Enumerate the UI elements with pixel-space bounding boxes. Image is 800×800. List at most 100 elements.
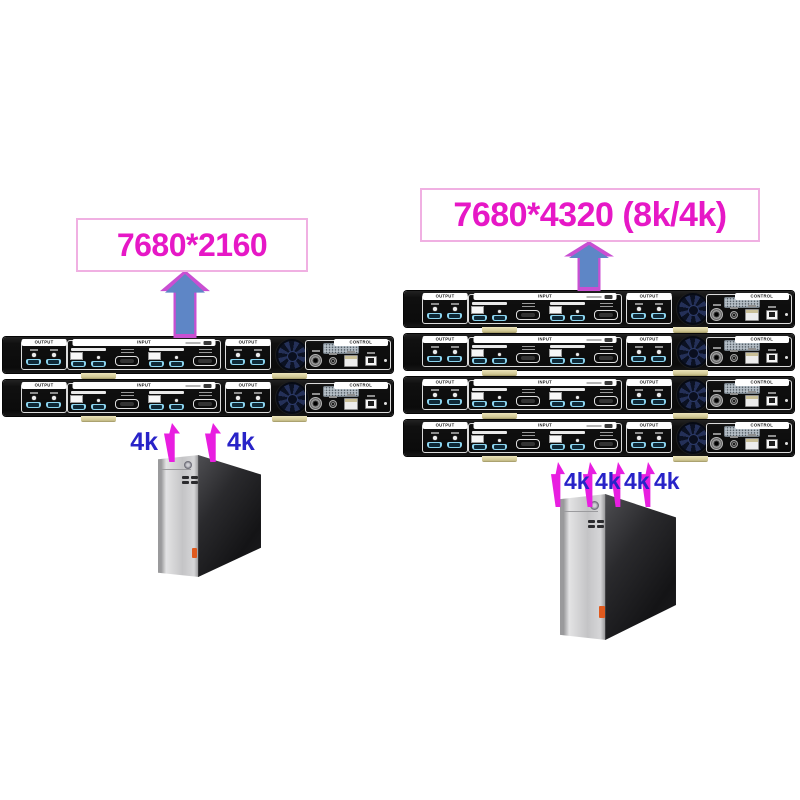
hdmi-port	[427, 356, 443, 362]
control-label: CONTROL	[334, 382, 389, 389]
output-left-label: OUTPUT	[422, 379, 468, 386]
wide-port-group	[115, 349, 140, 366]
rack-foot	[482, 413, 518, 419]
port-label-mark	[634, 303, 643, 305]
wide-port	[516, 353, 541, 363]
output-left-label: OUTPUT	[422, 293, 468, 300]
hdmi-port	[70, 361, 86, 367]
led-indicator	[31, 353, 36, 357]
port-label-mark	[634, 346, 643, 348]
input-label-marks	[185, 341, 212, 345]
hdmi-port	[250, 402, 266, 408]
port-label-mark	[654, 303, 663, 305]
hdmi-port	[70, 404, 86, 410]
control-connectors	[710, 437, 789, 450]
input-port	[491, 439, 507, 450]
hdmi-port	[491, 444, 507, 450]
led-indicator	[174, 399, 178, 402]
uplink-arrow-icon	[160, 270, 210, 338]
input-label-text: INPUT	[137, 340, 151, 345]
hdmi-port	[90, 361, 106, 367]
output-port-group	[250, 348, 266, 367]
input-label: INPUT	[72, 382, 216, 389]
control-label: CONTROL	[735, 336, 790, 343]
control-connectors	[309, 354, 388, 367]
input-section: INPUT	[467, 293, 623, 324]
wide-port	[594, 353, 619, 363]
output-right-label: OUTPUT	[626, 336, 672, 343]
output-left-ports	[423, 302, 468, 321]
edid-sticker	[548, 349, 562, 357]
output-port-group	[46, 348, 62, 367]
input-ports	[69, 347, 218, 367]
output-port-group	[651, 302, 667, 321]
wide-port-group	[594, 432, 619, 449]
dc-power-jack-icon	[710, 351, 724, 364]
led-indicator	[174, 356, 178, 359]
device-stack: OUTPUT INPUT	[404, 291, 794, 463]
output-port-group	[427, 431, 443, 450]
led-indicator	[51, 396, 56, 400]
output-port-group	[427, 302, 443, 321]
dc-power-jack-icon	[710, 437, 724, 450]
rack-foot	[673, 413, 709, 419]
rack-foot	[482, 456, 518, 462]
output-right-label-text: OUTPUT	[238, 383, 258, 388]
input-port-group	[147, 348, 184, 367]
hdmi-port	[631, 313, 647, 319]
output-port-group	[651, 388, 667, 407]
hdmi-port	[631, 442, 647, 448]
hdmi-port	[427, 442, 443, 448]
fine-print-mark	[586, 339, 602, 341]
hdmi-port	[471, 315, 487, 321]
input-port	[569, 396, 585, 407]
source-pc	[560, 494, 676, 640]
led-indicator	[656, 436, 661, 440]
output-right-label-text: OUTPUT	[639, 294, 659, 299]
port-label-mark	[49, 392, 58, 394]
ethernet-port-icon	[745, 351, 760, 364]
hdmi-logo-mark	[604, 295, 613, 299]
input-port-group	[69, 391, 106, 410]
hdmi-logo-mark	[604, 338, 613, 342]
resolution-label: 7680*2160	[116, 226, 268, 263]
port-label-mark	[521, 432, 535, 437]
input-resolution-label: 4k	[130, 428, 158, 456]
hdmi-port	[447, 356, 463, 362]
edid-sticker	[147, 395, 161, 403]
rack-foot	[673, 370, 709, 376]
cooling-fan-icon	[678, 424, 707, 452]
port-label-mark	[521, 303, 535, 308]
dc-power-jack-icon	[309, 397, 323, 410]
hdmi-port	[447, 313, 463, 319]
output-port-group	[447, 388, 463, 407]
rack-foot	[272, 373, 308, 379]
output-right-label: OUTPUT	[626, 293, 672, 300]
output-port-group	[631, 431, 647, 450]
edid-sticker	[147, 352, 161, 360]
output-section-left: OUTPUT	[421, 422, 469, 453]
input-port-group	[69, 348, 106, 367]
output-section-right: OUTPUT	[625, 336, 673, 367]
hdmi-port	[447, 399, 463, 405]
control-section: CONTROL	[706, 336, 793, 367]
output-right-ports	[627, 345, 672, 364]
usb-b-port-icon	[766, 438, 779, 449]
drive-bay-seam	[564, 511, 598, 512]
wide-port-group	[516, 303, 541, 320]
fine-print-mark	[586, 425, 602, 427]
rack-feet	[404, 413, 794, 420]
hdmi-port	[491, 358, 507, 364]
led-indicator	[432, 350, 437, 354]
resolution-label: 7680*4320 (8k/4k)	[453, 195, 727, 234]
dc-power-jack-icon	[710, 394, 724, 407]
hdmi-port	[46, 402, 62, 408]
led-indicator	[452, 307, 457, 311]
input-label: INPUT	[72, 339, 216, 346]
group-label-mark	[549, 388, 585, 391]
hdmi-port	[26, 359, 42, 365]
input-label-text: INPUT	[538, 380, 552, 385]
hdmi-port	[549, 315, 565, 321]
port-label-mark	[654, 432, 663, 434]
wide-port	[594, 310, 619, 320]
